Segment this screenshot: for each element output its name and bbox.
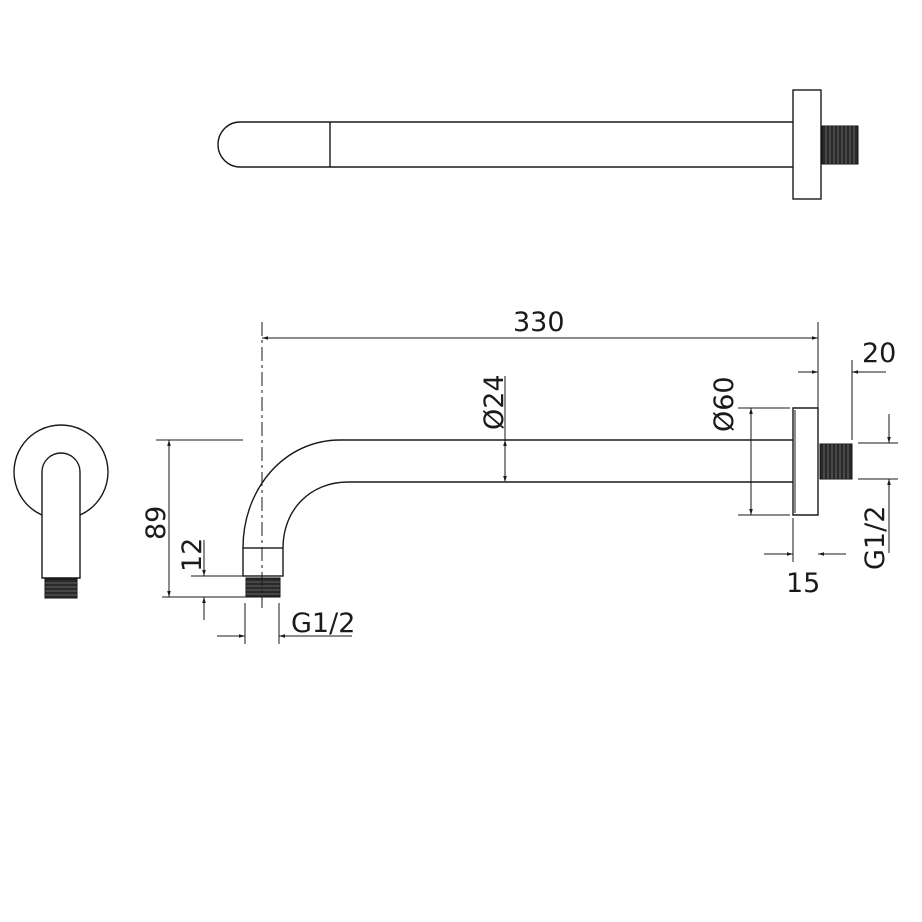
thread-end-view [44, 578, 78, 599]
top-view [217, 89, 859, 200]
bottom-thread [245, 577, 281, 598]
dim-pipe-diameter: Ø24 [479, 374, 510, 430]
wall-thread-side [819, 443, 853, 480]
dim-wall-thread-length: 20 [862, 338, 896, 369]
nozzle-collar [242, 547, 284, 577]
dim-bottom-thread: G1/2 [291, 608, 355, 639]
dim-height: 89 [141, 506, 172, 540]
wall-flange-side [792, 407, 819, 516]
end-view [13, 424, 109, 599]
arm-inner-contour [282, 481, 793, 549]
dim-arm-length: 330 [513, 307, 565, 338]
flange-circle-end [13, 424, 109, 516]
dimension-lines [156, 322, 898, 644]
wall-flange-top [792, 89, 822, 200]
arm-outer-contour [242, 439, 793, 549]
dim-flange-depth: 15 [786, 568, 820, 599]
dim-flange-diameter: Ø60 [709, 376, 740, 432]
wall-thread-top [821, 125, 859, 165]
side-view [242, 322, 853, 608]
arm-body-top [217, 121, 793, 168]
dim-nozzle-collar: 12 [177, 538, 208, 572]
pipe-end-view [41, 452, 81, 579]
dim-wall-thread: G1/2 [860, 506, 891, 570]
